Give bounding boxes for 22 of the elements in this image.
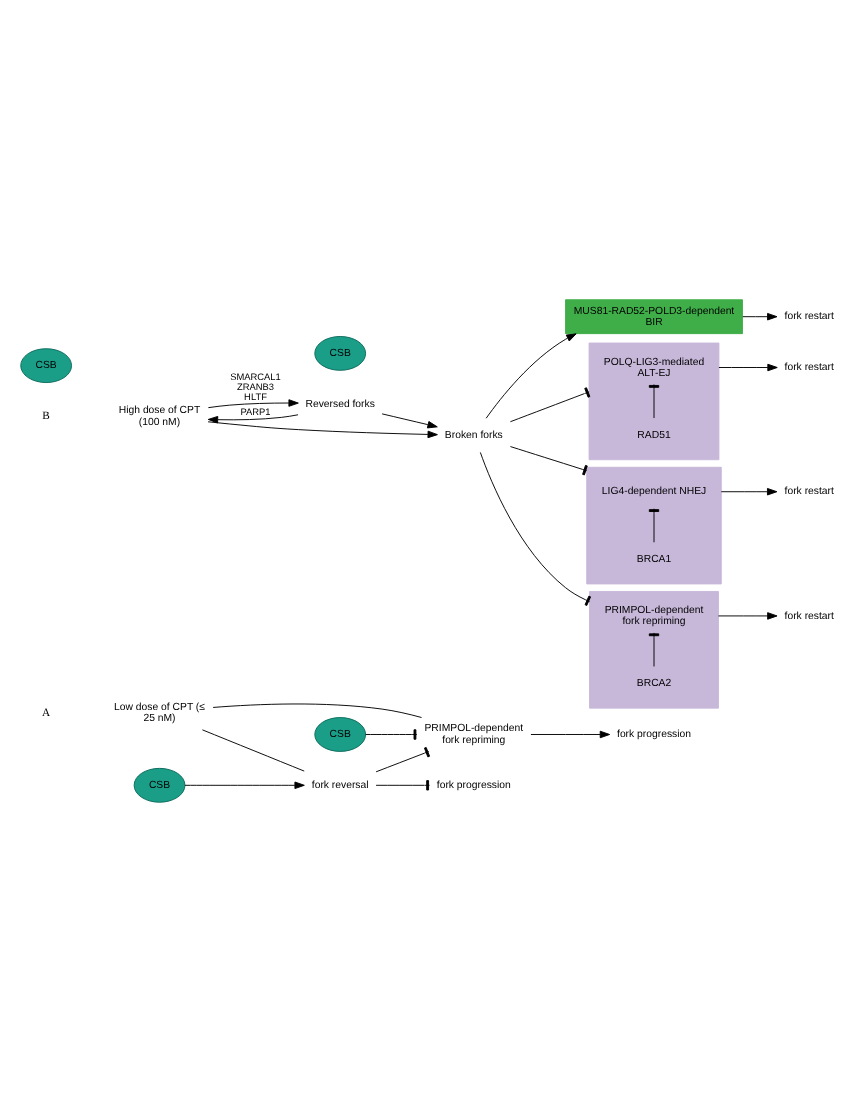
arrow (718, 362, 778, 371)
arrow (718, 611, 778, 619)
cluster (586, 465, 722, 584)
connector (375, 779, 430, 790)
arrow (207, 420, 438, 438)
arrow (720, 486, 778, 495)
cluster (589, 590, 719, 708)
arrow (207, 398, 299, 408)
connector (509, 445, 588, 475)
connector (201, 728, 305, 771)
connector (365, 728, 418, 739)
arrow (530, 729, 611, 738)
connector (212, 702, 422, 717)
arrow (184, 780, 305, 789)
arrow (381, 412, 438, 428)
arrow (485, 332, 577, 418)
connector (479, 450, 592, 605)
connector (509, 386, 591, 422)
arrow (742, 311, 778, 320)
connector (375, 745, 431, 772)
cluster (588, 341, 720, 460)
arrow (207, 413, 299, 423)
